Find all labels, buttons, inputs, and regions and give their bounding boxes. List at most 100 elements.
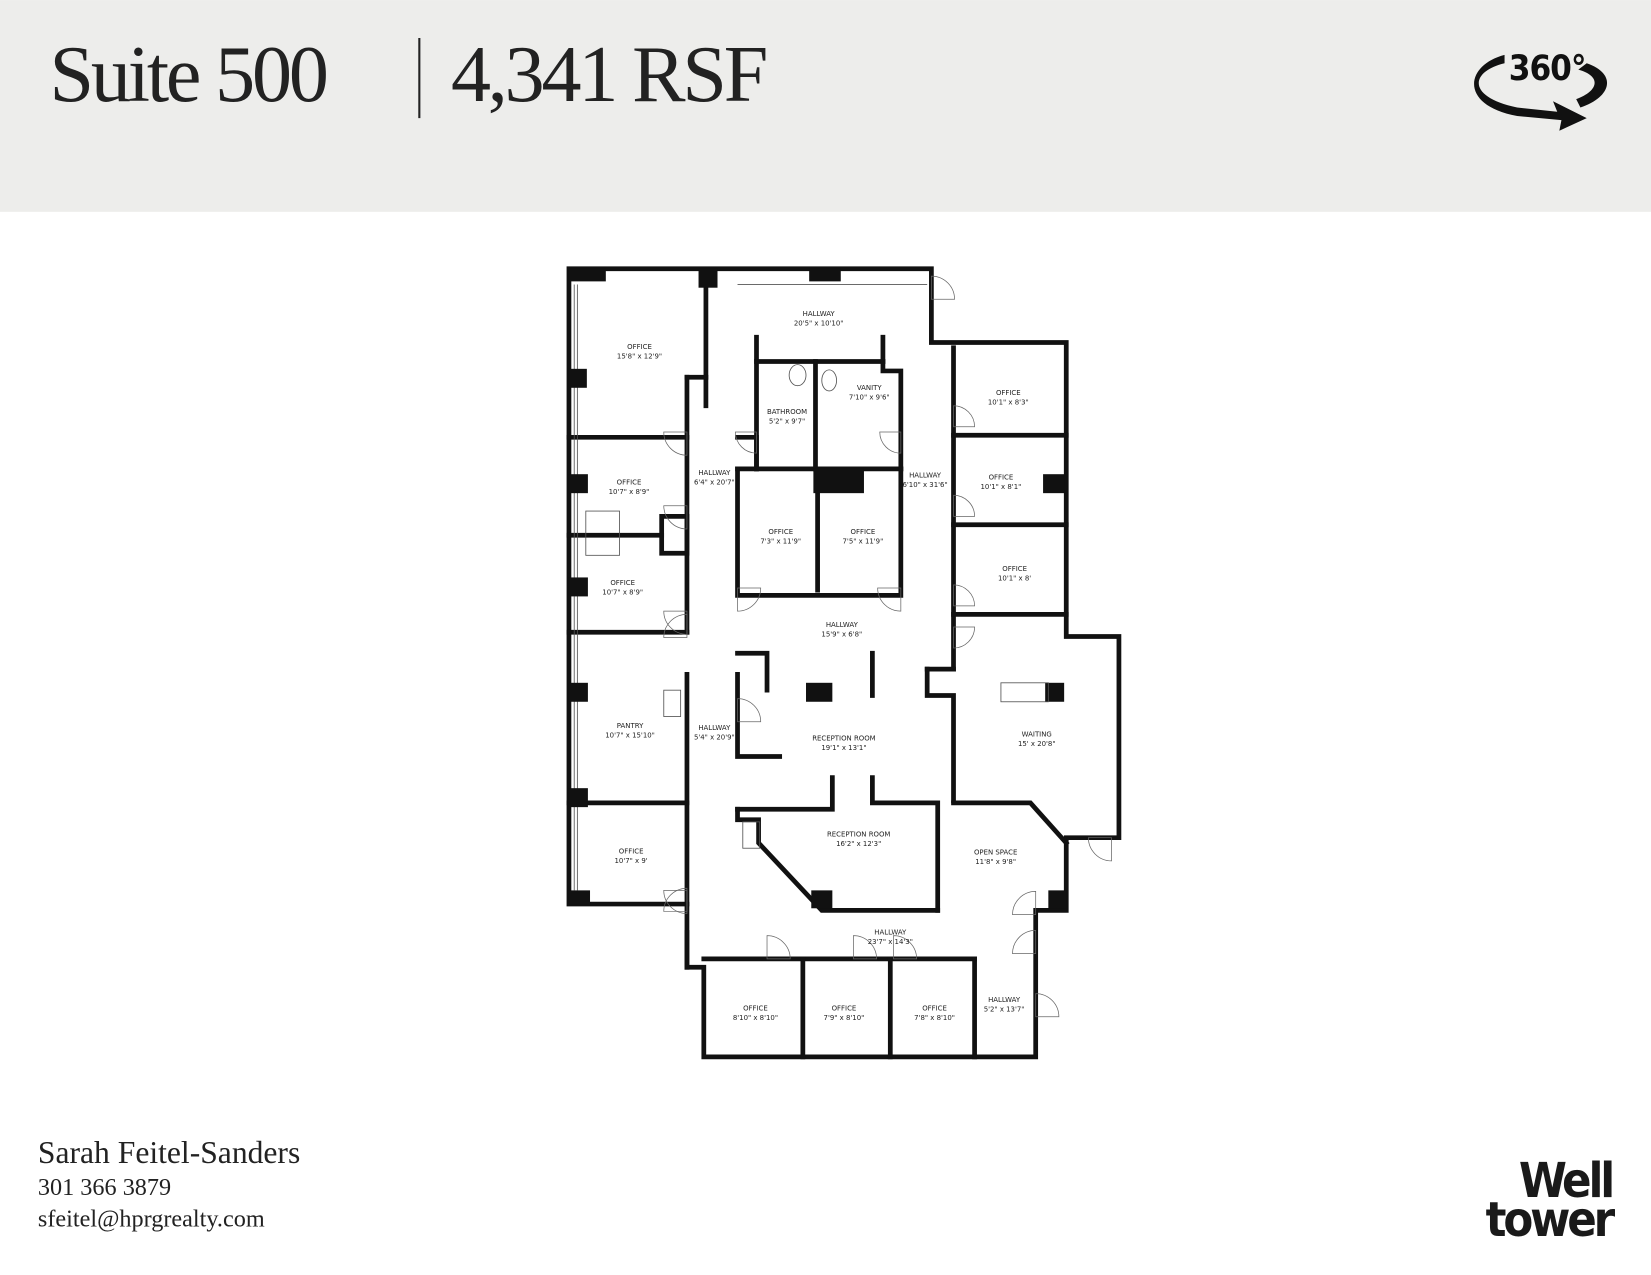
door-swing [663, 610, 688, 635]
room-label: HALLWAY 6'10" x 31'6" [902, 471, 947, 488]
sink-icon [742, 821, 761, 849]
suite-title: Suite 500 [50, 31, 326, 119]
structural-column [809, 268, 841, 282]
room-dimensions: 7'5" x 11'9" [843, 538, 884, 546]
contact-phone[interactable]: 301 366 3879 [38, 1174, 171, 1201]
room-dimensions: 7'3" x 11'9" [760, 538, 801, 546]
room-dimensions: 7'10" x 9'6" [849, 393, 890, 401]
toilet-icon [788, 364, 807, 387]
room-name: PANTRY [617, 722, 644, 730]
door-swing [737, 698, 762, 723]
room-name: OFFICE [610, 579, 635, 587]
room-dimensions: 15'8" x 12'9" [617, 352, 662, 360]
door-swing [877, 587, 902, 612]
room-name: HALLWAY [698, 469, 731, 477]
room-dimensions: 5'2" x 9'7" [769, 418, 805, 426]
door-swing [663, 887, 688, 912]
room-label: OFFICE 7'8" x 8'10" [914, 1004, 955, 1021]
room-dimensions: 10'7" x 8'9" [609, 488, 650, 496]
structural-column [568, 682, 588, 702]
door-swing [1035, 993, 1060, 1018]
contact-email[interactable]: sfeitel@hprgrealty.com [38, 1205, 265, 1232]
room-name: OFFICE [851, 528, 876, 536]
room-dimensions: 10'7" x 8'9" [602, 588, 643, 596]
interior-wall [951, 800, 1070, 847]
door-swing [953, 405, 975, 428]
rotate-arrow-right [1576, 63, 1608, 108]
door-swing [663, 889, 688, 914]
structural-column [811, 890, 833, 909]
room-name: BATHROOM [767, 408, 807, 416]
door-swing [893, 935, 918, 960]
room-dimensions: 7'8" x 8'10" [914, 1014, 955, 1022]
room-name: OPEN SPACE [974, 849, 1017, 857]
interior-wall [735, 775, 835, 812]
room-name: OFFICE [996, 389, 1021, 397]
door-swing [953, 584, 975, 607]
interior-wall [870, 775, 941, 913]
room-dimensions: 6'10" x 31'6" [902, 481, 947, 489]
room-name: HALLWAY [909, 471, 942, 479]
interior-wall [735, 650, 770, 693]
door-swing [766, 935, 791, 960]
door-swing [931, 275, 955, 300]
360-rotate-icon[interactable]: 360° [1474, 49, 1608, 131]
room-name: OFFICE [617, 479, 642, 487]
rotate-arrow-left [1474, 54, 1587, 131]
room-name: RECEPTION ROOM [812, 735, 875, 743]
room-label: OFFICE 10'1" x 8'3" [988, 389, 1029, 406]
room-name: OFFICE [627, 343, 652, 351]
room-name: OFFICE [768, 528, 793, 536]
contact-name: Sarah Feitel-Sanders [38, 1135, 300, 1170]
room-dimensions: 10'7" x 9' [615, 857, 648, 865]
room-name: OFFICE [922, 1004, 947, 1012]
room-dimensions: 11'8" x 9'8" [975, 858, 1016, 866]
door-swing [663, 431, 688, 456]
door-swing [953, 626, 975, 649]
structural-column [568, 788, 588, 808]
door-swing [953, 494, 975, 517]
room-name: VANITY [857, 384, 883, 392]
header-band [0, 0, 1651, 212]
tour-badge-text: 360° [1509, 49, 1586, 89]
interior-wall [735, 806, 941, 913]
structural-column [568, 577, 588, 597]
exterior-wall [566, 266, 1122, 1060]
door-swing [737, 587, 762, 612]
structural-column [806, 682, 833, 702]
room-dimensions: 7'9" x 8'10" [824, 1014, 865, 1022]
logo-line2: tower [1486, 1192, 1616, 1248]
room-name: HALLWAY [698, 724, 731, 732]
structural-column [1048, 890, 1067, 909]
door-swing [735, 431, 757, 454]
room-name: HALLWAY [803, 310, 836, 318]
room-name: OFFICE [743, 1004, 768, 1012]
sink-icon [663, 689, 682, 717]
structural-column [698, 268, 718, 288]
suite-area: 4,341 RSF [451, 31, 766, 119]
room-dimensions: 10'1" x 8'3" [988, 399, 1029, 407]
room-dimensions: 10'1" x 8'1" [981, 483, 1022, 491]
room-name: WAITING [1022, 731, 1052, 739]
structural-column [568, 474, 588, 494]
sink-icon [821, 369, 837, 392]
door-swing [853, 935, 877, 960]
